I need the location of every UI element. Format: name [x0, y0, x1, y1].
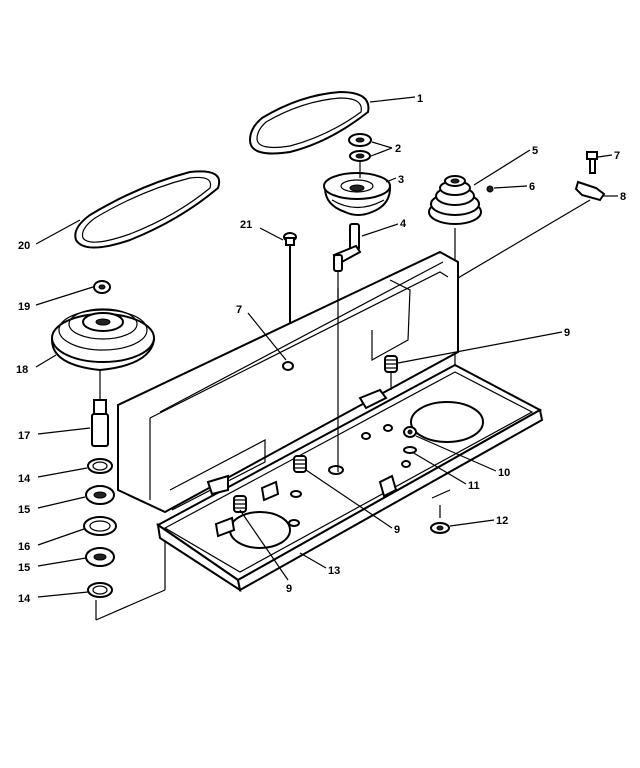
belt-small: [249, 91, 370, 155]
callout-9-spring-b: 9: [394, 524, 400, 536]
callout-6-nut: 6: [529, 181, 535, 193]
large-pulley: [50, 308, 156, 372]
callout-7-screw: 7: [614, 150, 620, 162]
callout-17: 17: [18, 430, 30, 442]
housing-box: [117, 250, 544, 593]
callout-19: 19: [18, 301, 30, 313]
callout-5: 5: [532, 145, 538, 157]
nut-part: [486, 185, 494, 193]
callout-15-bottom: 15: [18, 562, 30, 574]
spindle-shaft: [91, 370, 109, 447]
callout-1: 1: [417, 93, 423, 105]
callout-10: 10: [498, 467, 510, 479]
belt-large: [74, 170, 221, 249]
callout-9-spring-c: 9: [286, 583, 292, 595]
leader-lines: [35, 96, 618, 598]
lower-bearing-stack: [83, 458, 166, 621]
callout-2: 2: [395, 143, 401, 155]
washer-large: [430, 489, 451, 534]
callout-labels: 1 2 3 4 5 6 7 8 21 20 19 7 18 9 17 14 10…: [16, 93, 626, 605]
callout-21: 21: [240, 219, 252, 231]
callout-13: 13: [328, 565, 340, 577]
callout-14-bottom: 14: [18, 593, 31, 605]
callout-16: 16: [18, 541, 30, 553]
callout-14-top: 14: [18, 473, 31, 485]
bracket-part: [574, 180, 606, 202]
callout-12: 12: [496, 515, 508, 527]
screw-top: [586, 151, 598, 174]
callout-18: 18: [16, 364, 28, 376]
callout-4: 4: [400, 218, 407, 230]
spindle-nut: [93, 280, 111, 294]
spring-b: [293, 455, 307, 473]
pin-part: [283, 232, 297, 336]
callout-9-spring-a: 9: [564, 327, 570, 339]
crank-part: [332, 223, 362, 272]
callout-11: 11: [468, 480, 480, 492]
spring-c: [233, 495, 247, 513]
bearing-stack: [348, 133, 372, 162]
callout-20: 20: [18, 240, 30, 252]
callout-3: 3: [398, 174, 404, 186]
spring-a: [384, 355, 398, 390]
callout-15-top: 15: [18, 504, 30, 516]
callout-7-pin: 7: [236, 304, 242, 316]
callout-8: 8: [620, 191, 626, 203]
washer-part: [403, 426, 417, 438]
motor-pulley: [428, 175, 482, 225]
spindle-pulley: [323, 172, 392, 216]
